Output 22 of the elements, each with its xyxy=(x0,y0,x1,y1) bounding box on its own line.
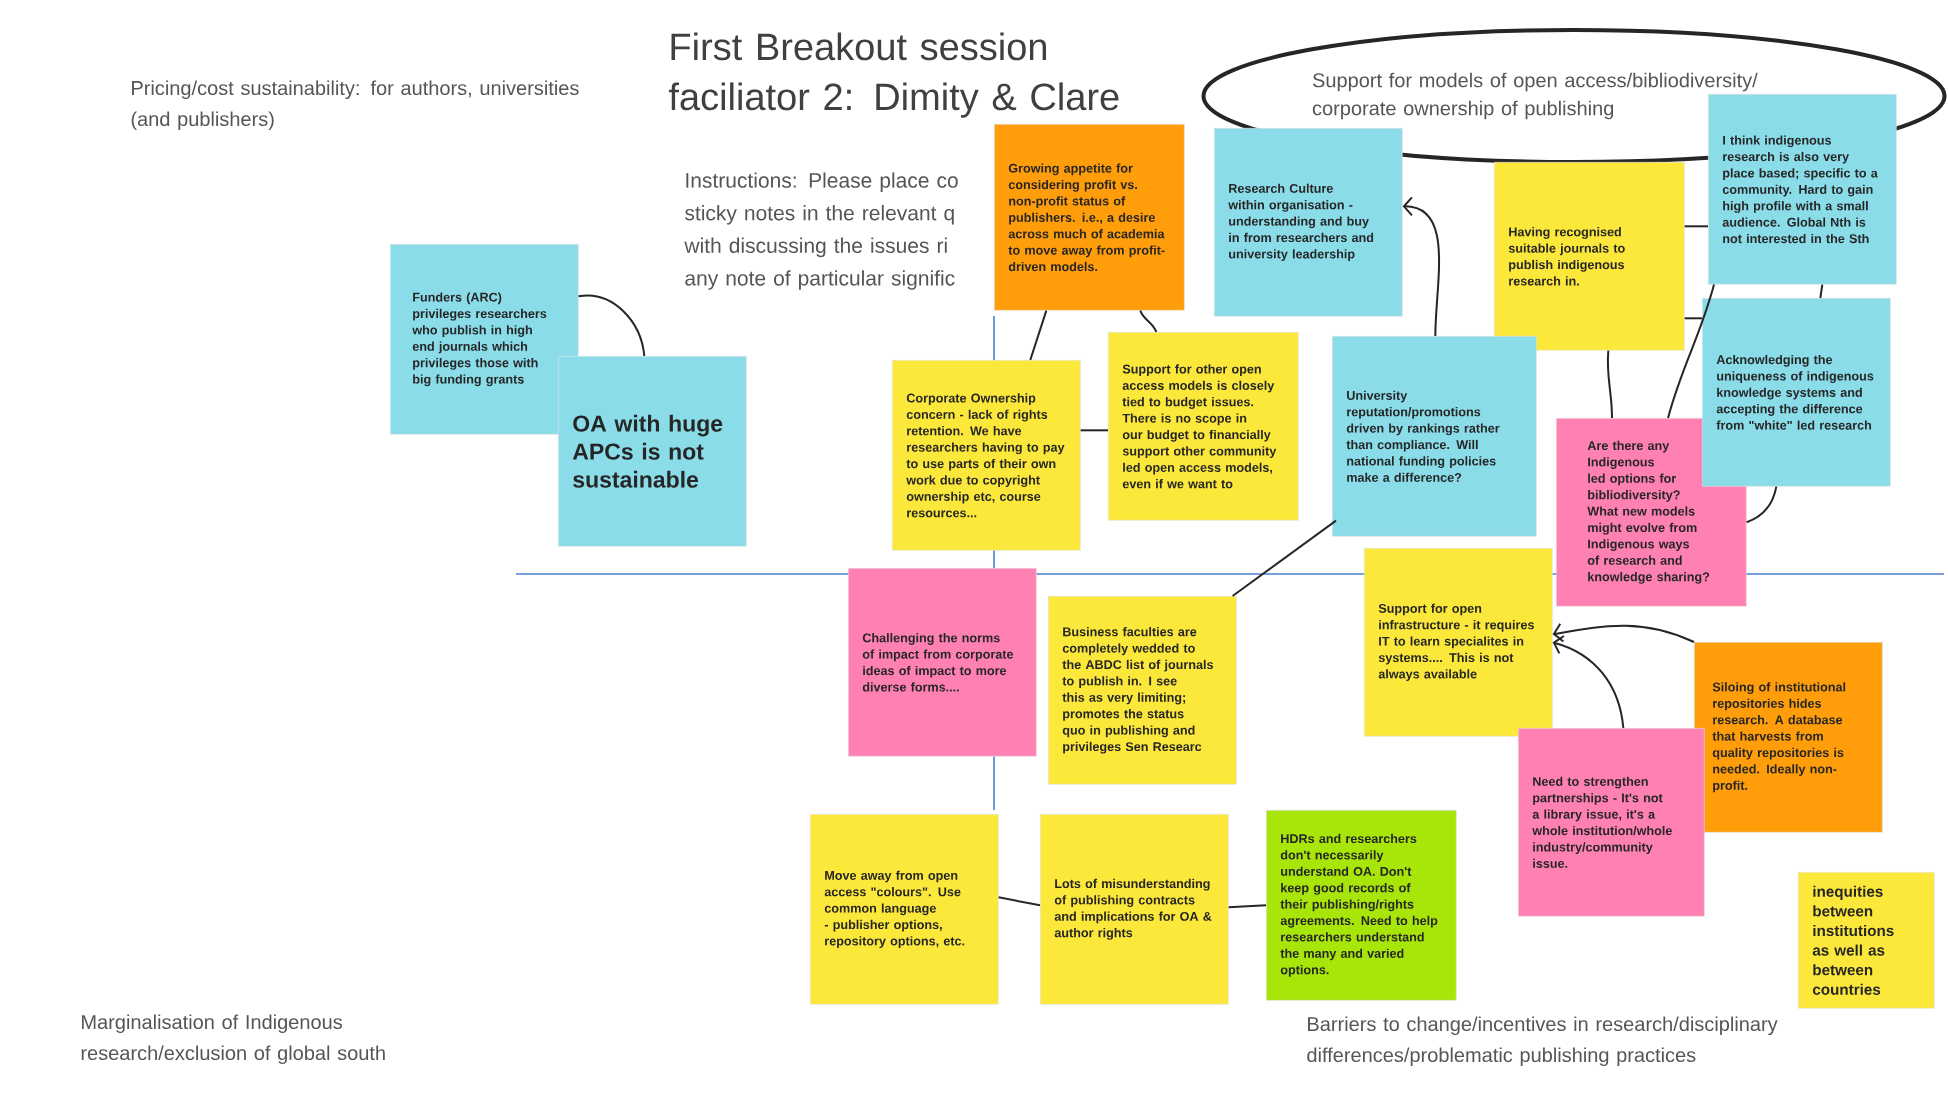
instructions-text: Instructions: Please place co sticky notes in the relevant q with discussing the issues ri any note of particular signific xyxy=(684,172,958,290)
connector-line xyxy=(1552,622,1695,643)
title: First Breakout session faciliator 2: Dimity & Clare xyxy=(668,32,1119,118)
quadrant-label: Marginalisation of Indigenous research/exclusion of global south xyxy=(81,1014,385,1065)
quadrant-label: Barriers to change/incentives in research/disciplinary differences/problematic publishing practices xyxy=(1307,1016,1778,1067)
connector-line xyxy=(1231,519,1337,597)
connector-line xyxy=(1683,225,1709,228)
connector-line xyxy=(1819,283,1824,299)
connector-line xyxy=(1227,904,1267,909)
connector-line xyxy=(1029,309,1048,361)
connector-line xyxy=(1745,485,1778,524)
connector-line xyxy=(1683,317,1703,320)
quadrant-label: Pricing/cost sustainability: for authors, universities (and publishers) xyxy=(131,80,579,131)
connector-line xyxy=(1402,196,1441,337)
connector-line xyxy=(1079,429,1109,432)
connector-line xyxy=(1552,635,1625,729)
sticky-note: OA with huge APCs is not sustainable xyxy=(558,356,747,547)
connector-line xyxy=(577,294,646,357)
connector-line xyxy=(1606,349,1613,419)
connector-line xyxy=(1139,309,1158,333)
connector-line xyxy=(997,896,1041,907)
connector-line xyxy=(1667,283,1715,419)
